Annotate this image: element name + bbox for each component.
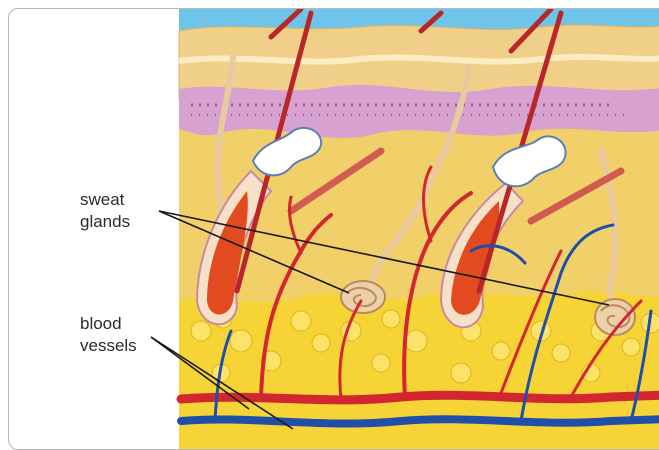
blood-vessels-label-line2: vessels — [80, 335, 137, 357]
blood-vessels-label-line1: blood — [80, 313, 137, 335]
sweat-glands-label-line2: glands — [80, 211, 130, 233]
sweat-glands-label-line1: sweat — [80, 189, 130, 211]
sweat-glands-label: sweat glands — [80, 189, 130, 233]
diagram-frame: sweat glands blood vessels — [8, 8, 659, 450]
blood-vessels-label: blood vessels — [80, 313, 137, 357]
